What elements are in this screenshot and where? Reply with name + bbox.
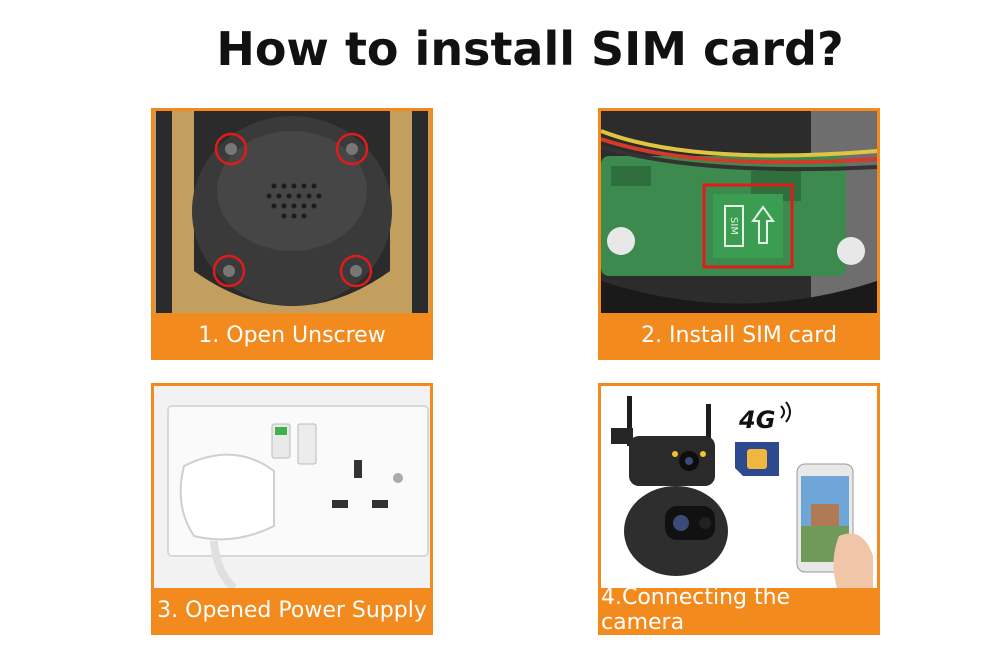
hand (833, 533, 873, 588)
step-card-power-supply: 3. Opened Power Supply (151, 383, 433, 635)
screw-top-right (335, 132, 369, 166)
socket-switch (297, 423, 317, 465)
antenna-left (156, 111, 172, 313)
power-cable (210, 540, 237, 588)
svg-text:SIM: SIM (728, 217, 739, 235)
page-title: How to install SIM card? (216, 22, 844, 76)
sim-highlight (702, 183, 794, 269)
step-card-install-sim: SIM 2. Install SIM card (598, 108, 880, 360)
step-card-open-unscrew: 1. Open Unscrew (151, 108, 433, 360)
sim-slot (713, 194, 783, 258)
power-plug (179, 453, 275, 541)
switch-on-indicator (275, 427, 287, 435)
step-caption: 2. Install SIM card (601, 313, 877, 357)
camera-back-photo (154, 111, 430, 313)
speaker-grille (266, 183, 322, 219)
camera-phone-photo: 4G (601, 386, 877, 588)
screw-bottom-left (212, 254, 246, 288)
circuit-board-photo: SIM (601, 111, 877, 313)
step-card-connect-camera: 4G 4.Connecting the camera (598, 383, 880, 635)
screw-bottom-right (339, 254, 373, 288)
4g-badge: 4G (738, 406, 775, 434)
step-caption: 4.Connecting the camera (601, 585, 877, 635)
power-socket-photo (154, 386, 430, 588)
camera-upper-head (629, 436, 715, 486)
sim-card-icon (735, 442, 779, 476)
antenna-right (412, 111, 428, 313)
step-caption: 3. Opened Power Supply (154, 588, 430, 632)
screw-top-left (214, 132, 248, 166)
arrow-up-icon (751, 205, 775, 244)
step-caption: 1. Open Unscrew (154, 313, 430, 357)
